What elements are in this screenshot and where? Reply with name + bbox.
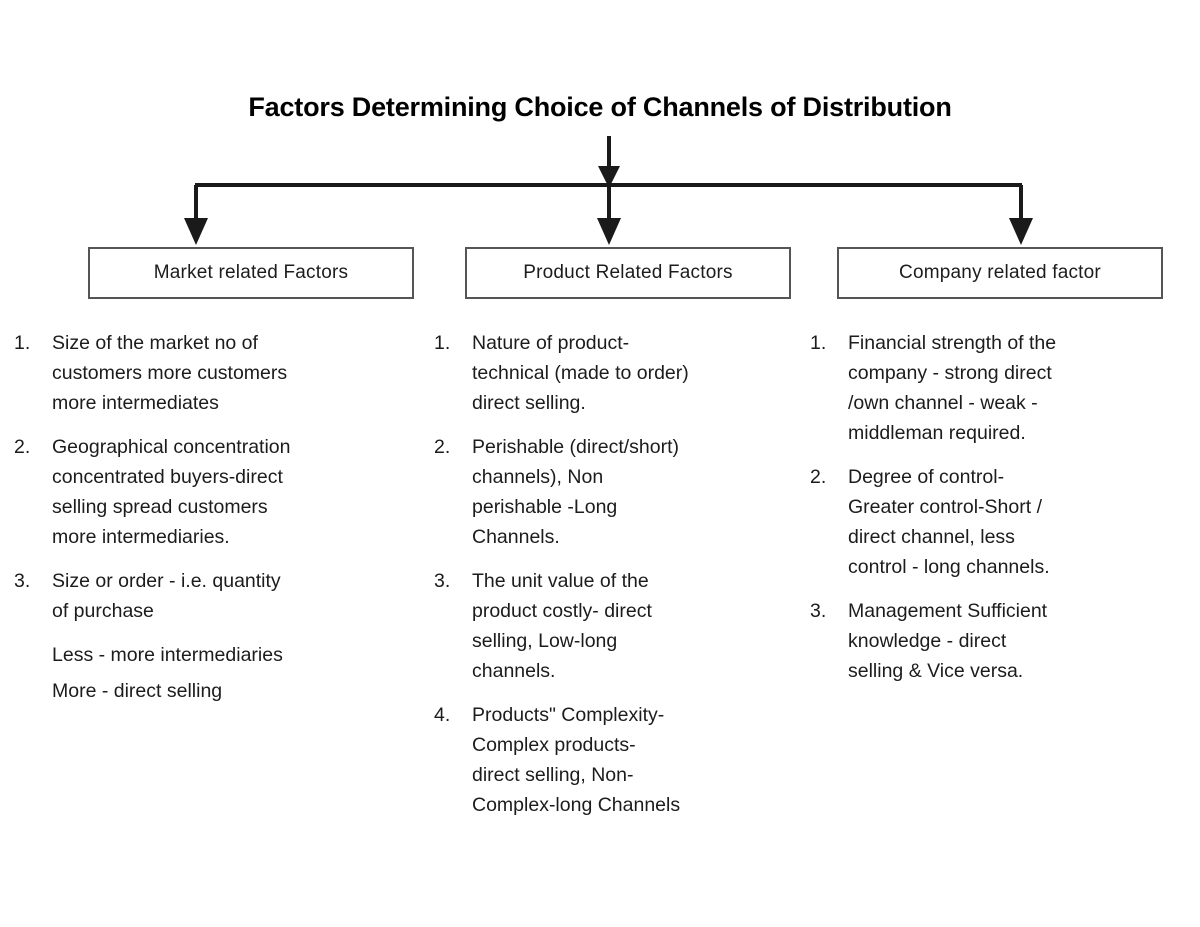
list-item: 3. The unit value of the product costly-… (434, 566, 794, 686)
category-box-market[interactable]: Market related Factors (88, 247, 414, 299)
list-item: 2. Degree of control- Greater control-Sh… (810, 462, 1180, 582)
list-item-text: Management Sufficient knowledge - direct… (848, 600, 1048, 682)
list-item: 3. Size or order - i.e. quantity of purc… (14, 566, 414, 626)
list-item-text: Geographical concentration concentrated … (52, 436, 291, 548)
list-item: 1. Size of the market no of customers mo… (14, 328, 414, 418)
category-box-product[interactable]: Product Related Factors (465, 247, 791, 299)
list-item: 2. Perishable (direct/short) channels), … (434, 432, 794, 552)
list-item-text: Financial strength of the company - stro… (848, 332, 1057, 444)
category-box-market-label: Market related Factors (153, 262, 349, 283)
list-item-text: Nature of product- technical (made to or… (472, 332, 689, 414)
list-sub-line: Less - more intermediaries (52, 644, 283, 666)
list-sub-line: More - direct selling (52, 680, 223, 702)
factor-list-product: 1. Nature of product- technical (made to… (434, 328, 794, 834)
page-title: Factors Determining Choice of Channels o… (248, 92, 952, 122)
list-item: 1. Nature of product- technical (made to… (434, 328, 794, 418)
category-box-company[interactable]: Company related factor (837, 247, 1163, 299)
factor-list-market: 1. Size of the market no of customers mo… (14, 328, 414, 712)
list-item-number: 2. (14, 436, 31, 458)
category-box-product-label: Product Related Factors (523, 262, 733, 283)
list-item-number: 1. (810, 332, 827, 354)
list-item-number: 3. (810, 600, 827, 622)
list-item-text: Perishable (direct/short) channels), Non… (472, 436, 679, 548)
list-item-number: 1. (14, 332, 31, 354)
list-item-text: Products" Complexity- Complex products- … (472, 704, 681, 816)
factor-list-company: 1. Financial strength of the company - s… (810, 328, 1180, 700)
list-item-number: 2. (434, 436, 451, 458)
list-item-number: 3. (14, 570, 31, 592)
list-item-text: The unit value of the product costly- di… (472, 570, 652, 682)
list-item-text: Size or order - i.e. quantity of purchas… (52, 570, 281, 622)
list-item: 1. Financial strength of the company - s… (810, 328, 1180, 448)
list-item-number: 3. (434, 570, 451, 592)
list-item: 2. Geographical concentration concentrat… (14, 432, 414, 552)
list-item-number: 4. (434, 704, 451, 726)
list-item: 3. Management Sufficient knowledge - dir… (810, 596, 1180, 686)
list-item-text: Size of the market no of customers more … (52, 332, 288, 414)
list-item-number: 2. (810, 466, 827, 488)
list-item-number: 1. (434, 332, 451, 354)
list-item-text: Degree of control- Greater control-Short… (848, 466, 1050, 578)
category-box-company-label: Company related factor (899, 262, 1101, 283)
list-item: 4. Products" Complexity- Complex product… (434, 700, 794, 820)
